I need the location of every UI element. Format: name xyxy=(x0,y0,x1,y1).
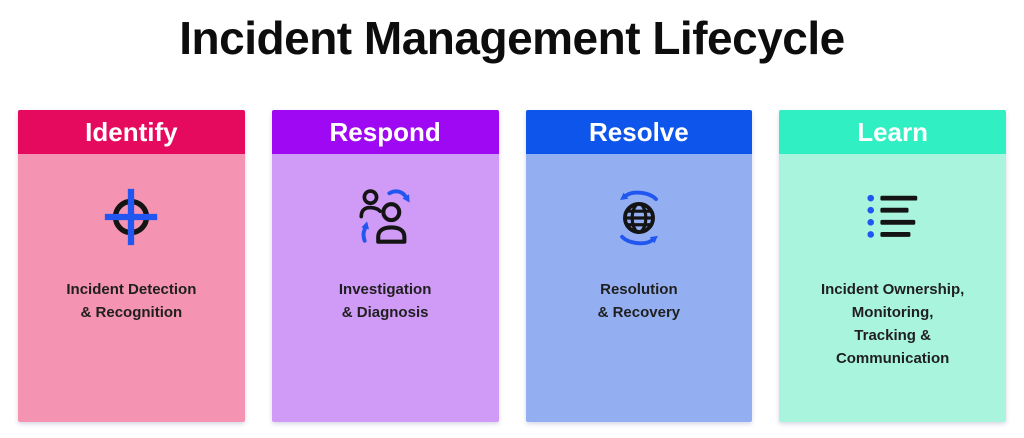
stage-description: Resolution & Recovery xyxy=(597,281,681,321)
target-icon xyxy=(100,186,162,248)
stage-cards-row: Identify Incident Detection & Recognitio… xyxy=(18,110,1006,422)
page-title: Incident Management Lifecycle xyxy=(179,12,845,64)
stage-card-respond: Respond Investigation & Diagnosis xyxy=(271,110,499,422)
stage-header-identify: Identify xyxy=(18,110,245,154)
stage-body-respond: Investigation & Diagnosis xyxy=(271,154,499,422)
stage-header-respond: Respond xyxy=(271,110,499,154)
stage-body-identify: Incident Detection & Recognition xyxy=(18,154,245,422)
stage-header-label: Identify xyxy=(85,116,178,147)
stage-card-learn: Learn Incident Ownership, Monitori xyxy=(779,110,1006,422)
stage-body-resolve: Resolution & Recovery xyxy=(525,154,753,422)
stage-header-resolve: Resolve xyxy=(525,110,753,154)
stage-description: Incident Ownership, Monitoring, Tracking… xyxy=(820,281,965,367)
stage-header-label: Resolve xyxy=(589,116,689,147)
stage-header-label: Learn xyxy=(857,116,929,147)
stage-body-learn: Incident Ownership, Monitoring, Tracking… xyxy=(779,154,1006,422)
stage-description: Investigation & Diagnosis xyxy=(338,281,432,321)
stage-card-identify: Identify Incident Detection & Recognitio… xyxy=(18,110,245,422)
stage-description: Incident Detection & Recognition xyxy=(66,281,197,321)
stage-header-label: Respond xyxy=(329,116,441,147)
globe-sync-icon xyxy=(608,186,670,248)
stage-card-resolve: Resolve Resolution & xyxy=(525,110,753,422)
people-handoff-icon xyxy=(354,186,416,248)
bulleted-list-icon xyxy=(862,186,924,248)
stage-header-learn: Learn xyxy=(779,110,1006,154)
